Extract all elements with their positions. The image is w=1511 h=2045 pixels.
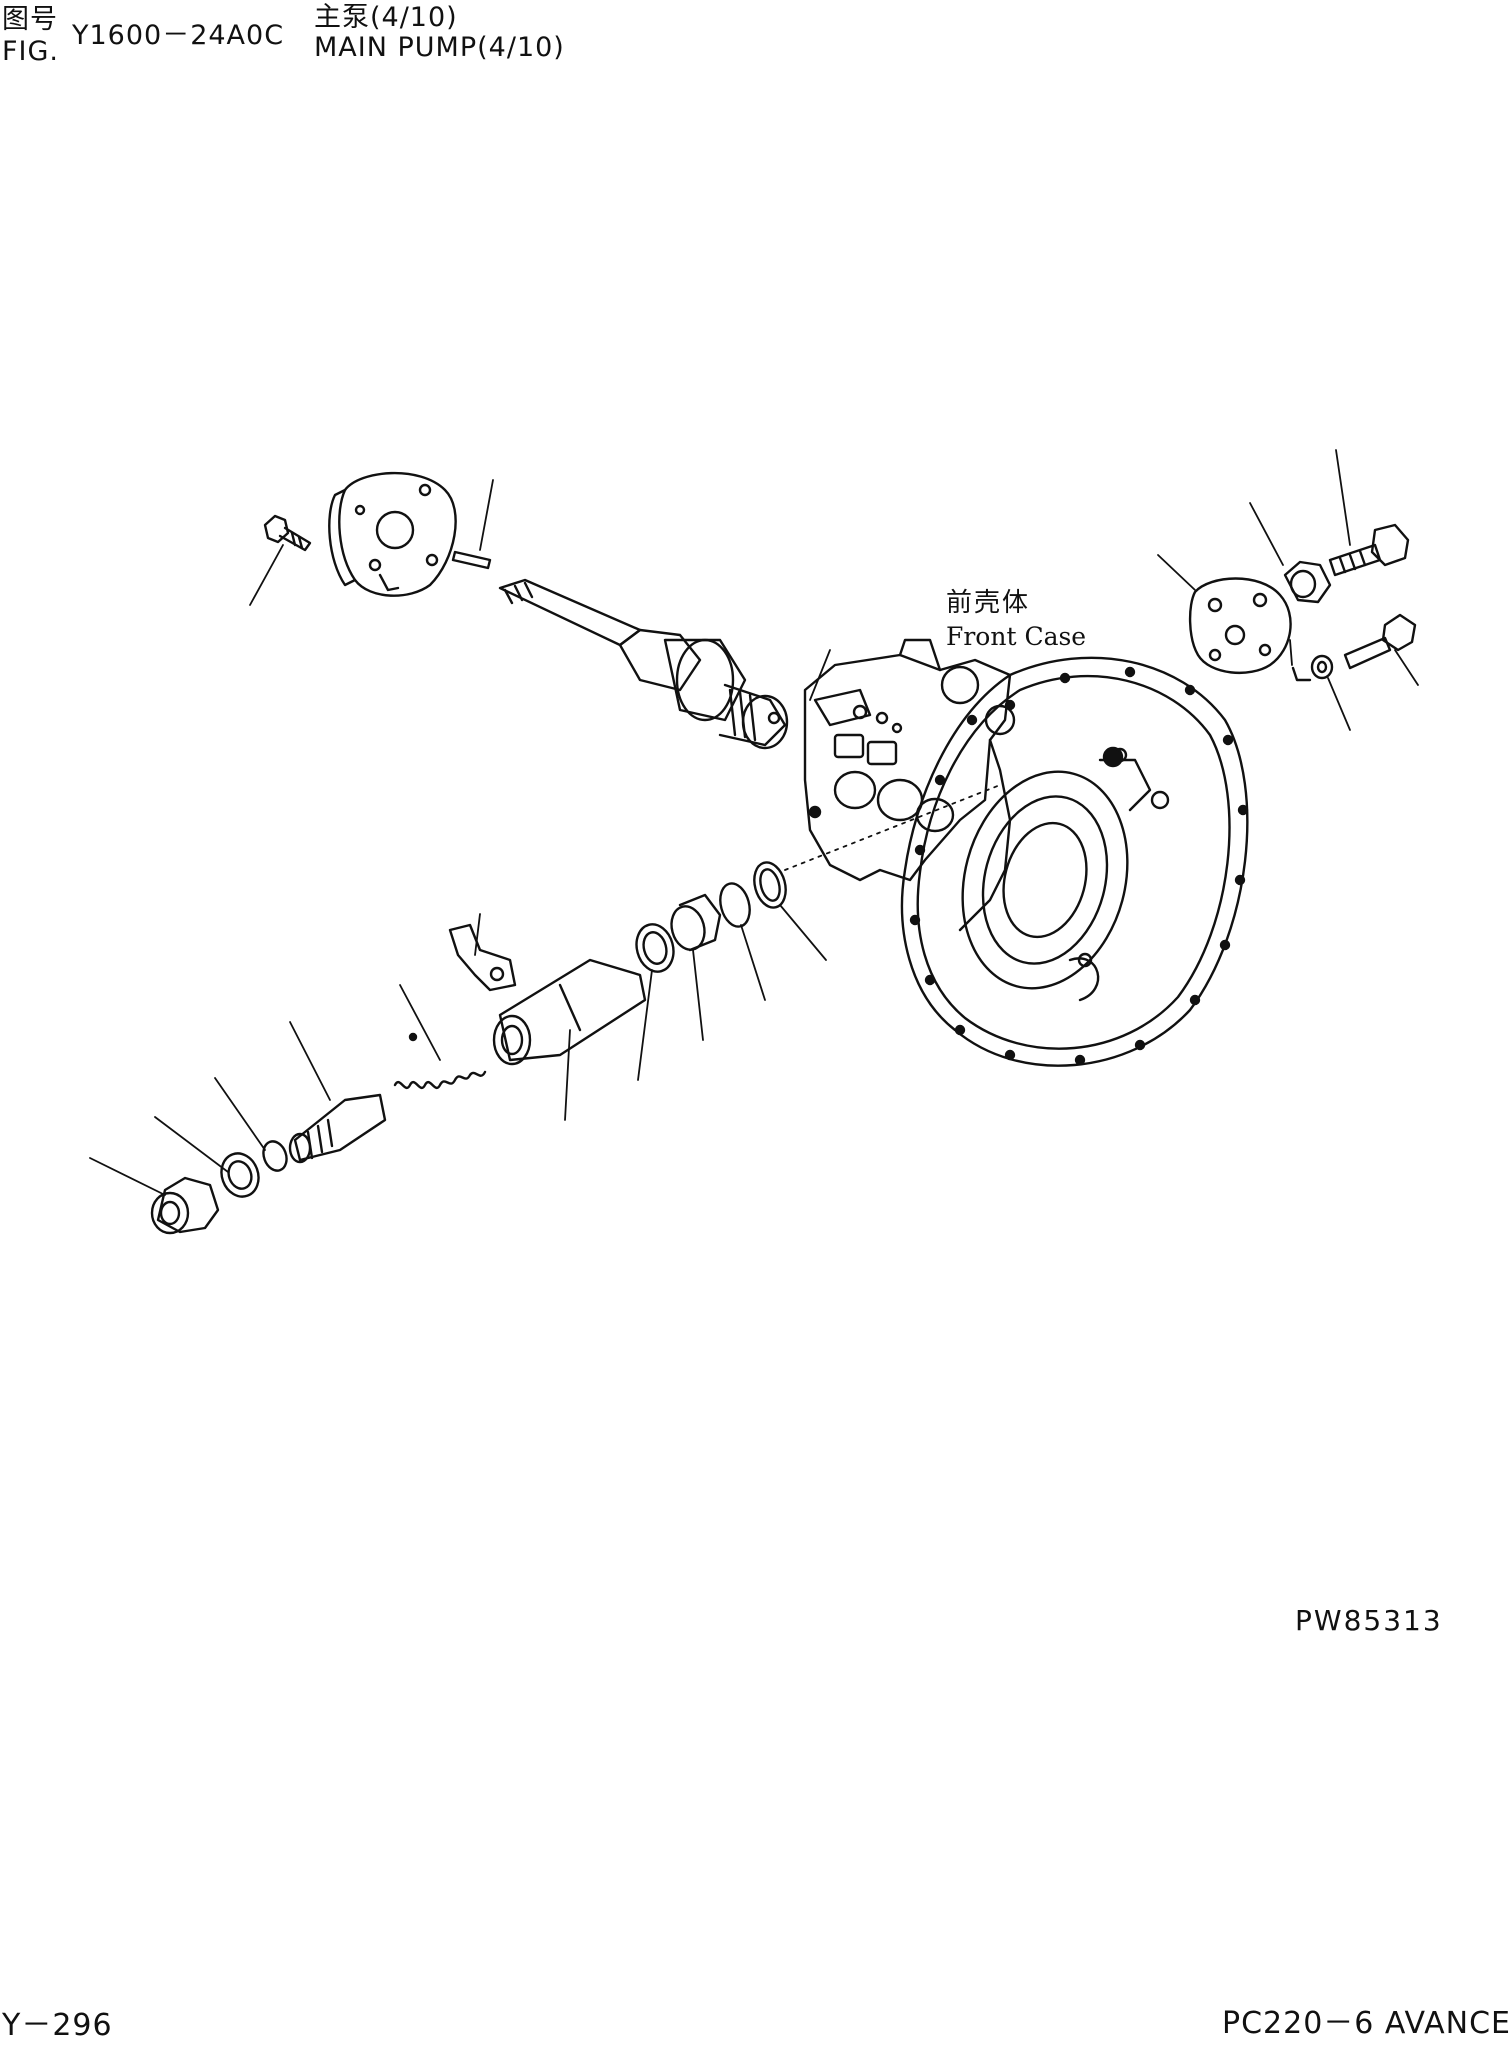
stopper-bracket: [448, 923, 517, 992]
spring: [393, 1032, 487, 1090]
cap-nut: [150, 1176, 220, 1235]
title-en: MAIN PUMP(4/10): [314, 32, 565, 63]
lock-washer: [1310, 654, 1334, 680]
callout-front-case-en: Front Case: [946, 622, 1087, 651]
title-cn: 主泵(4/10): [314, 2, 458, 33]
o-ring-small: [262, 1140, 288, 1172]
model-name: PC220－6 AVANCE: [1222, 2006, 1511, 2041]
dowel-pin: [451, 550, 492, 570]
o-ring-mid: [719, 882, 751, 928]
leader-lines: [89, 449, 1419, 1196]
drive-shaft: [498, 578, 789, 750]
callout-front-case-cn: 前壳体: [946, 588, 1031, 618]
seal-ring: [635, 923, 675, 973]
hex-nut: [1283, 560, 1332, 604]
adjust-screw: [288, 1093, 387, 1164]
bracket-bolt: [1291, 613, 1417, 682]
cover-plate: [328, 471, 457, 597]
fig-label-cn: 图号: [2, 4, 58, 35]
retainer-plate: [1188, 577, 1292, 675]
page-number: Y－296: [2, 2008, 113, 2043]
mounting-flange: [900, 656, 1249, 1067]
servo-piston: [492, 958, 647, 1066]
flat-washer: [220, 1152, 260, 1198]
backup-ring: [753, 861, 787, 909]
illustration-code: PW85313: [1295, 1604, 1443, 1637]
fig-number: Y1600－24A0C: [72, 20, 285, 51]
fig-label-en: FIG.: [2, 36, 59, 67]
sleeve: [670, 893, 722, 952]
front-case-housing: [803, 638, 1016, 932]
hex-bolt: [1328, 523, 1410, 577]
cover-bolt: [263, 514, 312, 552]
